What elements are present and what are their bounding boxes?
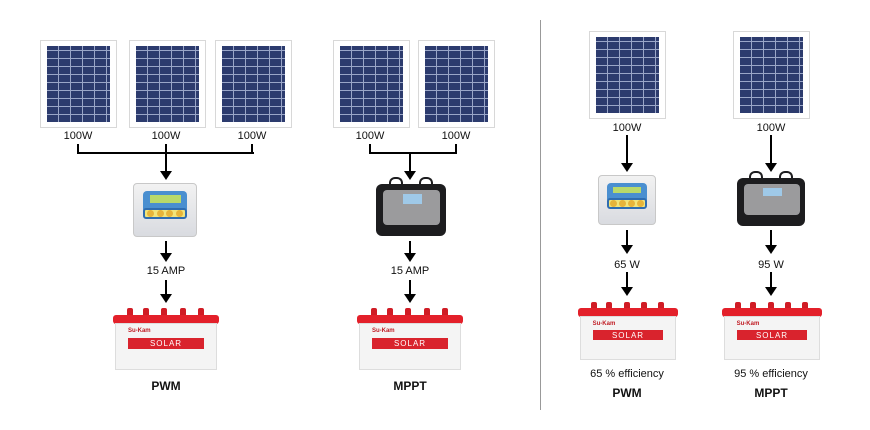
arrow-down-icon	[621, 272, 633, 296]
panel-wattage-label: 100W	[355, 130, 385, 142]
arrow-down-icon	[765, 230, 777, 254]
panel-wattage-label: 100W	[237, 130, 267, 142]
solar-panel	[418, 40, 495, 128]
solar-panel	[215, 40, 292, 128]
solar-panel	[333, 40, 410, 128]
battery-label: SOLAR	[592, 330, 664, 341]
pwm-title: PWM	[612, 386, 642, 400]
solar-panel	[129, 40, 206, 128]
mppt-charge-controller	[376, 177, 446, 236]
connector-line	[369, 152, 457, 154]
panel-wattage-label: 100W	[756, 122, 786, 134]
efficiency-label: 95 % efficiency	[734, 368, 808, 380]
battery-label: SOLAR	[371, 338, 449, 350]
battery-brand: Su-Kam	[592, 320, 616, 327]
pwm-charge-controller	[598, 175, 656, 225]
connector-line	[77, 144, 79, 154]
connector-line	[165, 144, 167, 154]
solar-panel	[40, 40, 117, 128]
mppt-title: MPPT	[393, 379, 427, 393]
battery-label: SOLAR	[127, 338, 205, 350]
arrow-down-icon	[765, 272, 777, 296]
panel-wattage-label: 100W	[151, 130, 181, 142]
arrow-down-icon	[160, 241, 172, 262]
efficiency-label: 65 % efficiency	[590, 368, 664, 380]
connector-line	[369, 144, 371, 154]
mppt-title: MPPT	[754, 386, 788, 400]
arrow-down-icon	[160, 153, 172, 180]
arrow-down-icon	[404, 241, 416, 262]
output-current-label: 15 AMP	[146, 265, 186, 277]
pwm-charge-controller	[133, 183, 197, 237]
output-power-label: 95 W	[758, 259, 784, 271]
connector-line	[251, 144, 253, 154]
mppt-charge-controller	[737, 171, 805, 226]
pwm-title: PWM	[151, 379, 181, 393]
arrow-down-icon	[404, 153, 416, 180]
arrow-down-icon	[404, 280, 416, 303]
battery-brand: Su-Kam	[371, 328, 395, 335]
output-power-label: 65 W	[614, 259, 640, 271]
panel-wattage-label: 100W	[63, 130, 93, 142]
section-divider	[540, 20, 541, 410]
arrow-down-icon	[621, 135, 633, 172]
panel-wattage-label: 100W	[612, 122, 642, 134]
output-current-label: 15 AMP	[390, 265, 430, 277]
connector-line	[455, 144, 457, 154]
arrow-down-icon	[765, 135, 777, 172]
arrow-down-icon	[621, 230, 633, 254]
solar-panel	[733, 31, 810, 119]
solar-panel	[589, 31, 666, 119]
panel-wattage-label: 100W	[441, 130, 471, 142]
arrow-down-icon	[160, 280, 172, 303]
battery-label: SOLAR	[736, 330, 808, 341]
battery-brand: Su-Kam	[736, 320, 760, 327]
battery-brand: Su-Kam	[127, 328, 151, 335]
